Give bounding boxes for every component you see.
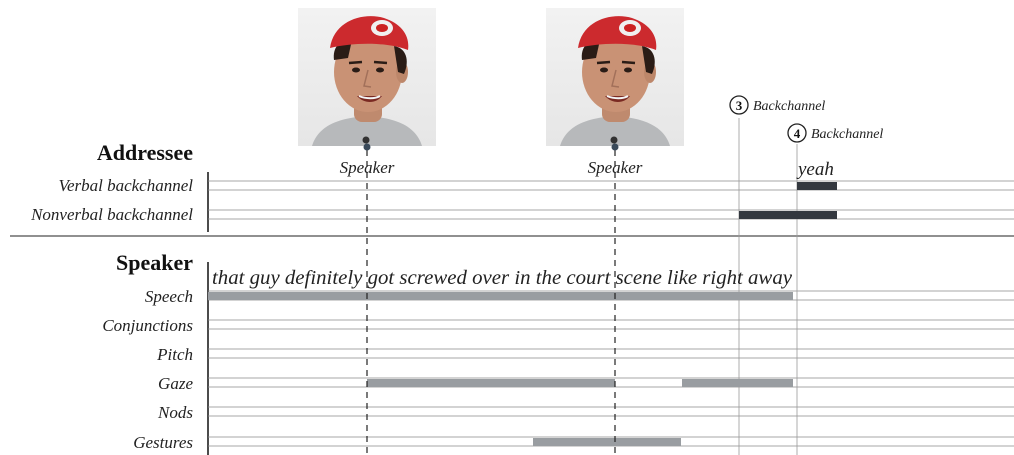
nonverbal-backchannel-bar <box>739 211 837 219</box>
gestures-bar <box>533 438 681 446</box>
marker-4-circle <box>787 123 807 143</box>
marker-3: 3 Backchannel <box>729 95 825 115</box>
addressee-section-title: Addressee <box>97 140 193 165</box>
thumbnail-caption-1: Speaker <box>340 158 395 177</box>
marker-3-number: 3 <box>736 98 743 113</box>
speech-transcript: that guy definitely got screwed over in … <box>212 267 792 289</box>
speaker-timestamp-dot-1 <box>363 143 371 151</box>
thumbnail-caption-2: Speaker <box>588 158 643 177</box>
addressee-track-lines <box>208 180 1014 220</box>
gaze-bar-2 <box>682 379 793 387</box>
marker-3-circle <box>729 95 749 115</box>
row-label-gestures: Gestures <box>133 433 193 452</box>
row-label-verbal-backchannel: Verbal backchannel <box>58 176 193 195</box>
marker-4-number: 4 <box>794 126 801 141</box>
speaker-track-lines <box>208 290 1014 447</box>
marker-3-label: Backchannel <box>753 99 825 114</box>
marker-4-label: Backchannel <box>811 127 883 142</box>
verbal-backchannel-bar <box>797 182 837 190</box>
speech-bar <box>208 292 793 300</box>
row-label-nods: Nods <box>157 403 193 422</box>
gaze-bar-1 <box>367 379 615 387</box>
row-label-conjunctions: Conjunctions <box>102 316 193 335</box>
row-label-pitch: Pitch <box>156 345 193 364</box>
speaker-timestamp-dot-2 <box>611 143 619 151</box>
speaker-thumbnail-2 <box>546 8 684 146</box>
row-label-nonverbal-backchannel: Nonverbal backchannel <box>30 205 193 224</box>
verbal-backchannel-word: yeah <box>796 159 834 180</box>
marker-4: 4 Backchannel <box>787 123 883 143</box>
speaker-section-title: Speaker <box>116 250 193 275</box>
row-label-gaze: Gaze <box>158 374 193 393</box>
speaker-thumbnail-1 <box>298 8 436 146</box>
row-label-speech: Speech <box>145 287 193 306</box>
